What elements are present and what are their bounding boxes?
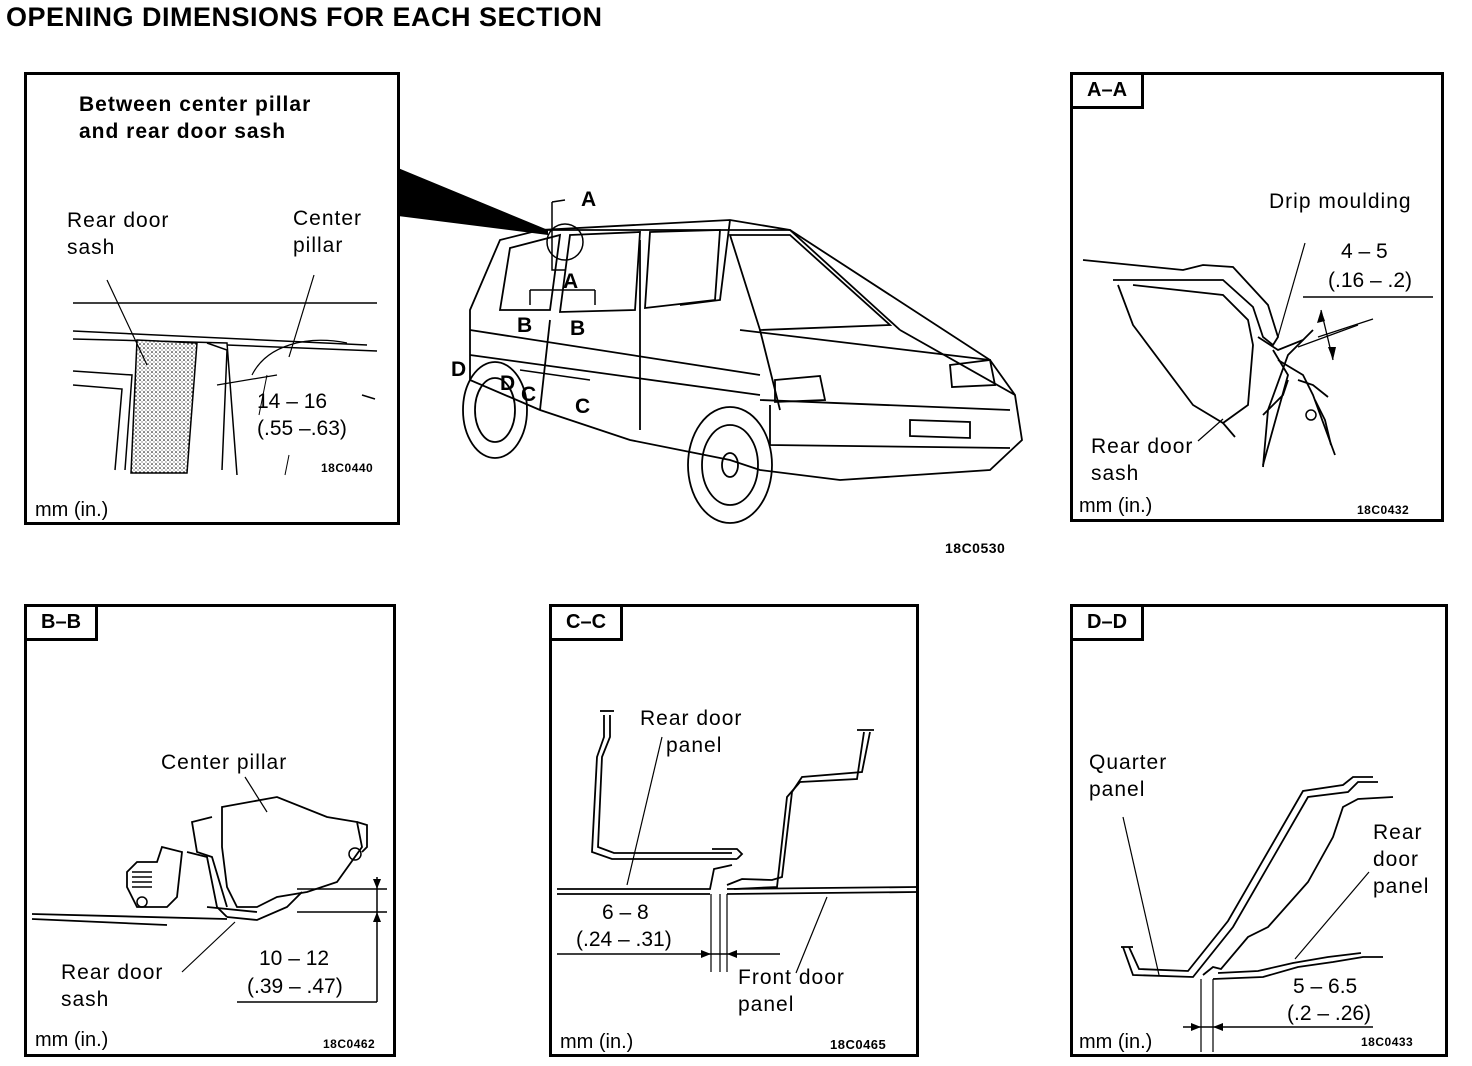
section-panel-bb: B–B Center pillar Rear door sash 10 – 12… xyxy=(24,604,396,1057)
section-cc-label-rear-line1: Rear door xyxy=(640,707,743,730)
section-dd-dim-mm: 5 – 6.5 xyxy=(1293,975,1358,998)
section-bb-dim-mm: 10 – 12 xyxy=(259,947,330,970)
section-bb-code: 18C0462 xyxy=(323,1037,376,1051)
car-section-letter-c-right: C xyxy=(575,395,591,418)
car-section-letter-b-left: B xyxy=(517,314,533,337)
detail-label-center-line2: pillar xyxy=(293,234,344,257)
section-dd-label-rear-line3: panel xyxy=(1373,875,1430,898)
section-dd-dim-in: (.2 – .26) xyxy=(1287,1002,1372,1025)
detail-label-center-line1: Center xyxy=(293,207,363,230)
section-panel-dd: D–D Quarter panel Rear door panel 5 – 6.… xyxy=(1070,604,1448,1057)
detail-drawing xyxy=(72,274,378,476)
section-aa-label-rear-line2: sash xyxy=(1091,462,1140,485)
detail-heading-line2: and rear door sash xyxy=(79,120,287,143)
section-aa-tag: A–A xyxy=(1073,75,1145,109)
section-aa-unit: mm (in.) xyxy=(1079,495,1153,517)
section-dd-unit: mm (in.) xyxy=(1079,1031,1153,1053)
page-title: OPENING DIMENSIONS FOR EACH SECTION xyxy=(6,2,603,32)
car-code: 18C0530 xyxy=(945,540,1006,556)
section-bb-unit: mm (in.) xyxy=(35,1029,109,1051)
section-aa-label-rear-line1: Rear door xyxy=(1091,435,1194,458)
car-section-letter-c-left: C xyxy=(521,383,537,406)
section-panel-aa: A–A Drip moulding 4 – 5 (.16 – .2) Rear … xyxy=(1070,72,1444,522)
section-aa-dim-mm: 4 – 5 xyxy=(1341,240,1388,263)
section-aa-label-drip: Drip moulding xyxy=(1269,190,1412,213)
section-bb-label-rear-line2: sash xyxy=(61,988,110,1011)
section-dd-label-quarter-line2: panel xyxy=(1089,778,1146,801)
section-dd-tag: D–D xyxy=(1073,607,1145,641)
section-dd-label-rear-line2: door xyxy=(1373,848,1420,871)
section-bb-label-center: Center pillar xyxy=(161,751,288,774)
section-cc-label-front-line2: panel xyxy=(738,993,795,1016)
section-cc-dim-mm: 6 – 8 xyxy=(602,901,649,924)
detail-dim-in: (.55 –.63) xyxy=(257,417,347,440)
section-dd-label-rear-line1: Rear xyxy=(1373,821,1423,844)
car-section-letter-d-left: D xyxy=(451,358,467,381)
detail-unit: mm (in.) xyxy=(35,499,109,521)
detail-dim-mm: 14 – 16 xyxy=(257,390,328,413)
section-cc-unit: mm (in.) xyxy=(560,1031,634,1053)
section-aa-dim-in: (.16 – .2) xyxy=(1328,269,1413,292)
section-aa-code: 18C0432 xyxy=(1357,503,1410,517)
section-aa-drawing xyxy=(1082,242,1433,468)
detail-heading-line1: Between center pillar xyxy=(79,93,312,116)
section-cc-label-front-line1: Front door xyxy=(738,966,845,989)
section-bb-drawing xyxy=(31,776,387,1003)
section-bb-tag: B–B xyxy=(27,607,99,641)
car-illustration xyxy=(462,199,1023,524)
section-dd-code: 18C0433 xyxy=(1361,1035,1414,1049)
section-cc-dim-in: (.24 – .31) xyxy=(576,928,672,951)
car-section-letter-a-top: A xyxy=(581,188,597,211)
section-panel-cc: C–C Rear door panel 6 – 8 (.24 – .31) Fr… xyxy=(549,604,919,1057)
callout-wedge xyxy=(398,168,548,235)
section-cc-tag: C–C xyxy=(552,607,624,641)
section-cc-code: 18C0465 xyxy=(830,1037,887,1052)
section-bb-dim-in: (.39 – .47) xyxy=(247,975,343,998)
detail-code: 18C0440 xyxy=(321,461,374,475)
detail-label-rear-line1: Rear door xyxy=(67,209,170,232)
car-section-letter-a-bottom: A xyxy=(563,270,579,293)
section-dd-drawing xyxy=(1121,776,1394,1052)
section-cc-label-rear-line2: panel xyxy=(666,734,723,757)
detail-label-rear-line2: sash xyxy=(67,236,116,259)
detail-panel-center-pillar: Between center pillar and rear door sash… xyxy=(24,72,400,525)
car-section-letter-d-right: D xyxy=(500,372,516,395)
section-bb-label-rear-line1: Rear door xyxy=(61,961,164,984)
section-cc-drawing xyxy=(557,710,918,974)
car-section-letter-b-right: B xyxy=(570,317,586,340)
section-dd-label-quarter-line1: Quarter xyxy=(1089,751,1168,774)
